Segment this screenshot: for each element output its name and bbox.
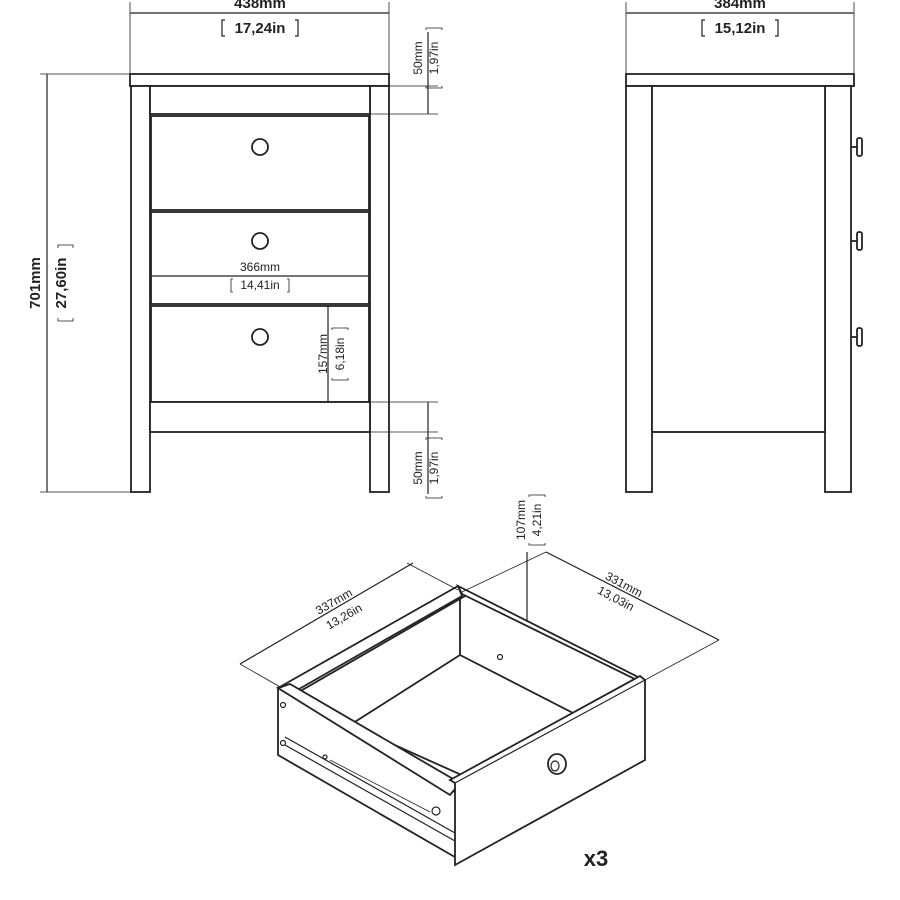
knob-icon: [851, 327, 863, 347]
inner-width-in: 14,41in: [240, 278, 279, 292]
drawer-height-mm: 157mm: [316, 334, 330, 374]
top-gap-mm: 50mm: [411, 41, 425, 74]
drawer-height-dimension: 107mm 4,21in: [514, 500, 544, 622]
front-bottom-gap-dimension: 50mm 1,97in: [370, 401, 441, 494]
knob-icon: [547, 753, 567, 775]
front-view: 438mm 17,24in 366mm 14,41in 15: [27, 0, 441, 494]
front-drawer-height-dimension: 157mm 6,18in: [316, 306, 347, 402]
side-depth-dimension: 384mm 15,12in: [625, 0, 855, 74]
side-panel: [651, 85, 826, 433]
front-top-gap-dimension: 50mm 1,97in: [370, 32, 441, 115]
front-width-in: 17,24in: [235, 20, 286, 37]
front-top-board: [129, 73, 390, 87]
front-drawer-3: [150, 305, 370, 403]
side-view: 384mm 15,12in: [625, 0, 863, 493]
side-back-leg: [824, 85, 852, 493]
knob-icon: [251, 328, 269, 346]
front-lower-rail: [149, 401, 371, 433]
front-upper-rail: [149, 85, 371, 115]
drawer-height-in: 4,21in: [530, 504, 544, 537]
inner-width-mm: 366mm: [240, 260, 280, 274]
side-front-leg: [625, 85, 653, 493]
front-height-dimension: 701mm 27,60in: [27, 73, 131, 493]
front-left-leg: [130, 85, 151, 493]
knob-icon: [851, 231, 863, 251]
drawer-height-mm: 107mm: [514, 500, 528, 540]
front-right-leg: [369, 85, 390, 493]
drawer-quantity: x3: [584, 846, 608, 871]
bracket-decorations: [57, 27, 546, 546]
side-depth-mm: 384mm: [714, 0, 766, 12]
front-width-dimension: 438mm 17,24in: [129, 0, 390, 74]
drawer-height-in: 6,18in: [333, 338, 347, 371]
front-inner-width-dimension: 366mm 14,41in: [151, 260, 369, 293]
drawer-isometric-view: 337mm 13,26in 331mm 13,03in 107mm 4,21in…: [239, 500, 720, 871]
bottom-gap-in: 1,97in: [427, 452, 441, 485]
side-depth-in: 15,12in: [715, 20, 766, 37]
front-drawer-1: [150, 115, 370, 211]
drawer-width-dimension: 337mm 13,26in: [239, 562, 459, 689]
front-height-mm: 701mm: [27, 257, 44, 309]
knob-icon: [251, 138, 269, 156]
front-width-mm: 438mm: [234, 0, 286, 12]
knob-icon: [251, 232, 269, 250]
top-gap-in: 1,97in: [427, 42, 441, 75]
knob-icon: [851, 137, 863, 157]
side-top-board: [625, 73, 855, 87]
front-drawer-2: [150, 211, 370, 305]
front-height-in: 27,60in: [53, 258, 70, 309]
bottom-gap-mm: 50mm: [411, 451, 425, 484]
